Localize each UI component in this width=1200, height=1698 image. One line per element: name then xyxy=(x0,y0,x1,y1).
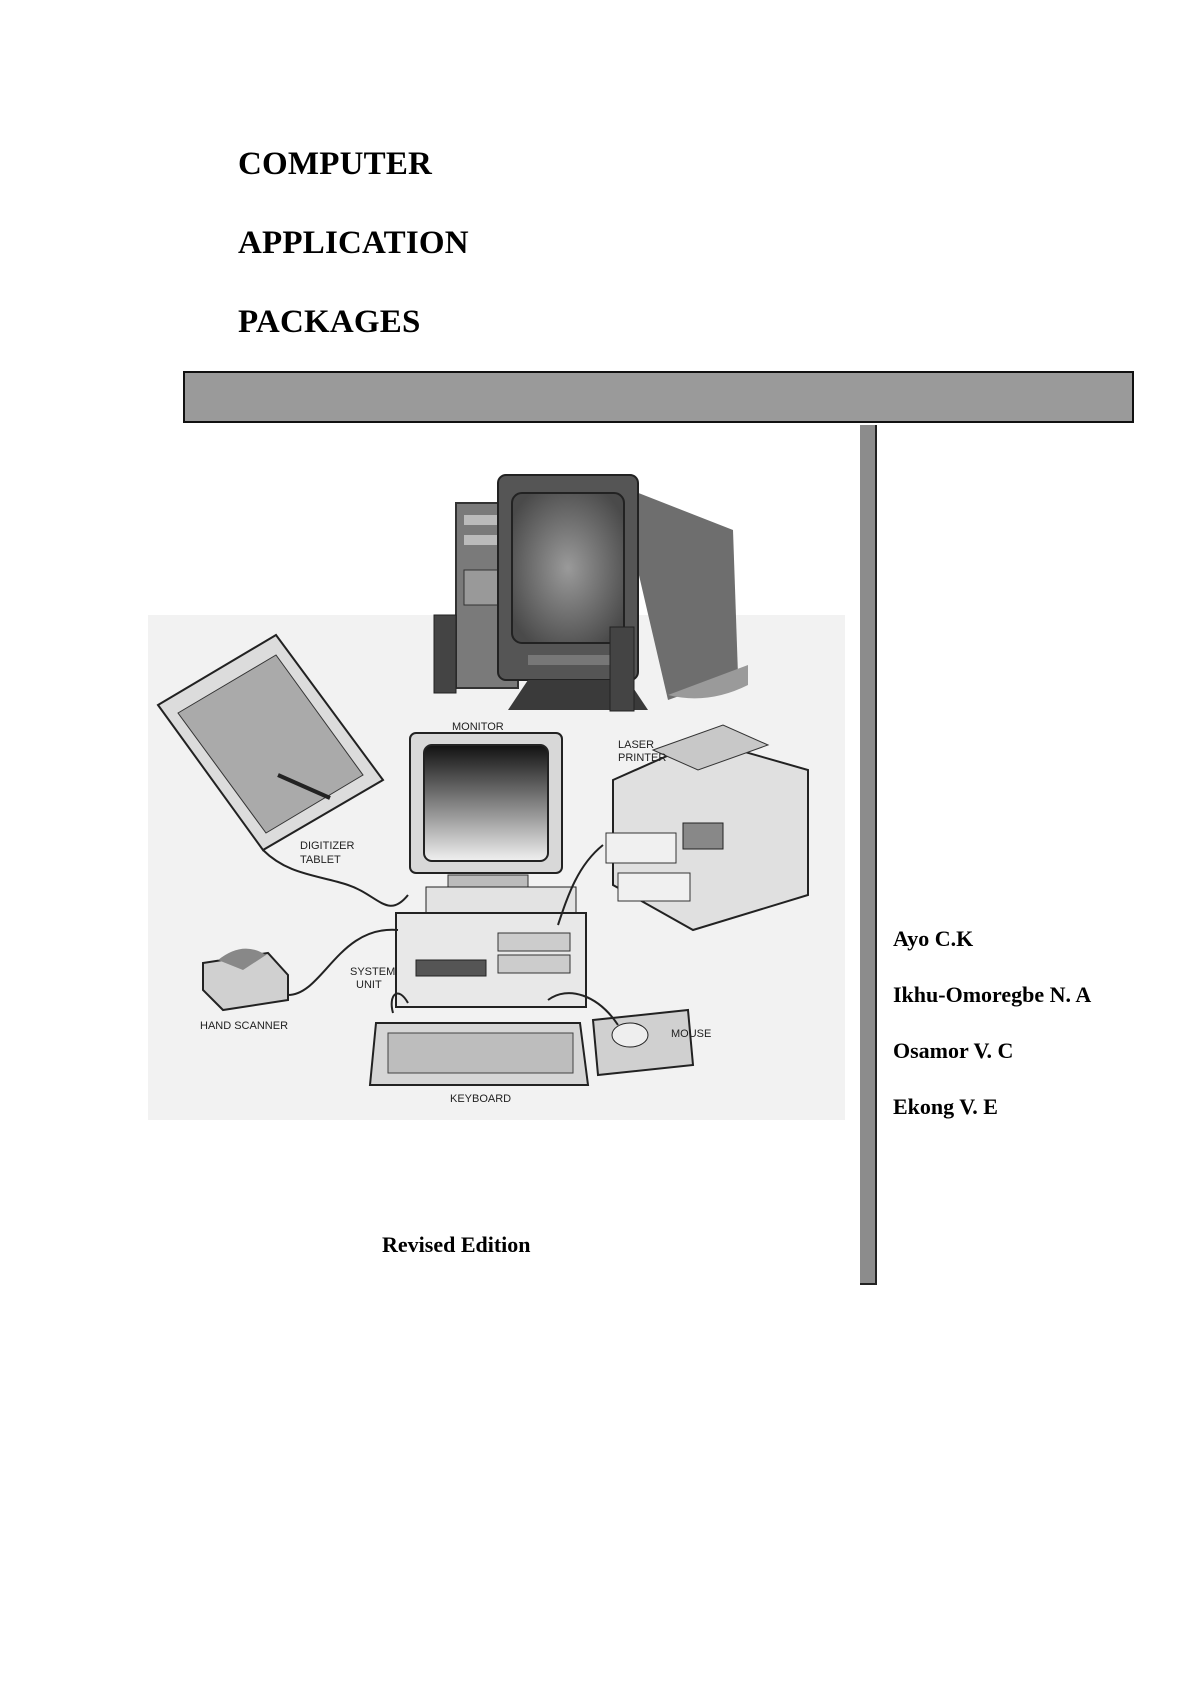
mouse-image xyxy=(547,992,695,1077)
author-3: Osamor V. C xyxy=(893,1038,1014,1063)
label-system: SYSTEM xyxy=(350,966,395,978)
laser-printer-image xyxy=(557,724,809,932)
label-hand-scanner: HAND SCANNER xyxy=(200,1020,288,1032)
crt-computer-image xyxy=(433,474,748,712)
desktop-computer-image xyxy=(395,732,587,1008)
author-4: Ekong V. E xyxy=(893,1094,998,1119)
author-1: Ayo C.K xyxy=(893,926,974,951)
horizontal-title-bar xyxy=(183,371,1134,423)
digitizer-tablet-image xyxy=(156,633,409,907)
label-mouse: MOUSE xyxy=(671,1028,711,1040)
edition-label: Revised Edition xyxy=(382,1232,531,1257)
label-digitizer: DIGITIZER xyxy=(300,840,354,852)
label-printer: PRINTER xyxy=(618,752,666,764)
title-line-3: PACKAGES xyxy=(238,304,421,340)
label-keyboard: KEYBOARD xyxy=(450,1093,511,1105)
title-line-2: APPLICATION xyxy=(238,225,469,261)
hand-scanner-image xyxy=(202,928,399,1012)
title-line-1: COMPUTER xyxy=(238,146,433,182)
label-unit: UNIT xyxy=(356,979,382,991)
vertical-divider-bar xyxy=(860,425,877,1285)
label-tablet: TABLET xyxy=(300,854,341,866)
label-monitor: MONITOR xyxy=(452,721,504,733)
computer-system-illustration: MONITOR LASER PRINTER DIGITIZER TABLET S… xyxy=(148,474,845,1120)
author-2: Ikhu-Omoregbe N. A xyxy=(893,982,1092,1007)
label-laser: LASER xyxy=(618,739,654,751)
keyboard-image xyxy=(368,992,590,1086)
